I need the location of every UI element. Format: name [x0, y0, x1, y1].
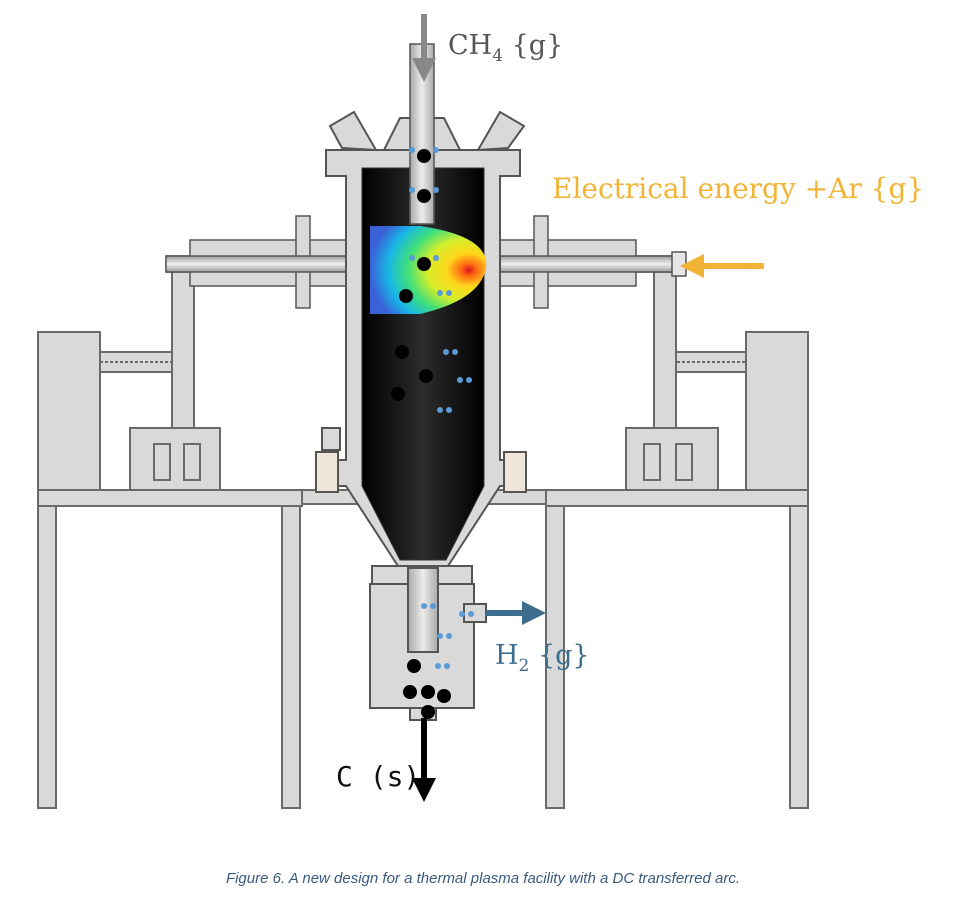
methane-label: CH4 {g}	[448, 30, 564, 66]
figure-caption: Figure 6. A new design for a thermal pla…	[225, 870, 741, 887]
carbon-label: C (s)	[336, 760, 421, 793]
right-actuator	[625, 261, 809, 491]
plasma-plume	[370, 226, 487, 314]
carbon-particles	[391, 149, 451, 719]
hydrogen-label: H2 {g}	[495, 640, 590, 676]
hydrogen-particles	[409, 147, 474, 669]
energy-argon-label: Electrical energy +Ar {g}	[552, 172, 925, 205]
left-actuator	[37, 261, 221, 491]
